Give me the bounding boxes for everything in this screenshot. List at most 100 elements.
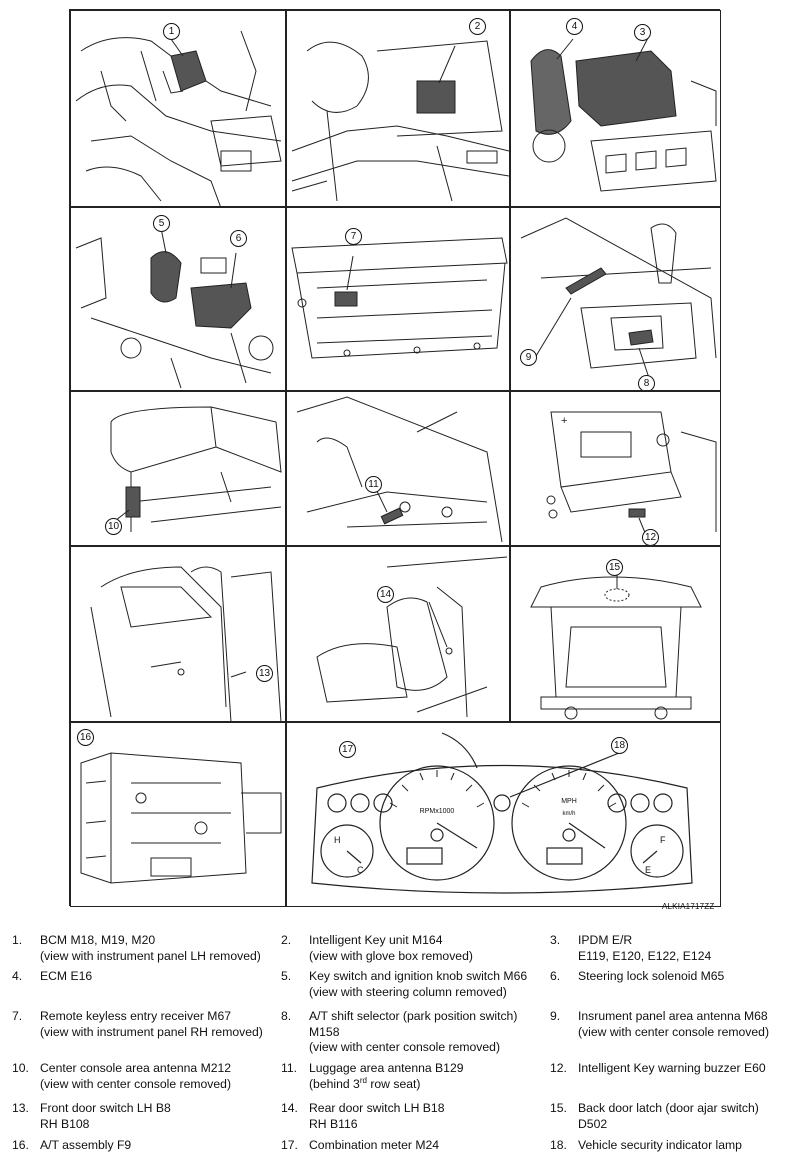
legend-line: ECM E16 bbox=[40, 969, 93, 983]
callout-8: 8 bbox=[638, 375, 655, 390]
legend-line: Front door switch LH B8 bbox=[40, 1101, 171, 1115]
transmission-illustration bbox=[80, 752, 282, 884]
back-door-illustration bbox=[530, 573, 702, 720]
callout-12: 12 bbox=[642, 529, 659, 545]
center-console-illustration bbox=[520, 217, 717, 379]
panel-warning-buzzer: + 12 bbox=[510, 391, 721, 546]
callout-3: 3 bbox=[634, 24, 651, 41]
panel-bcm: 1 bbox=[70, 10, 286, 207]
callout-18: 18 bbox=[611, 737, 628, 754]
svg-text:+: + bbox=[561, 415, 567, 427]
legend-line: D502 bbox=[578, 1116, 608, 1131]
legend-text: Back door latch (door ajar switch)D502 bbox=[578, 1101, 759, 1132]
fuel-empty-label: E bbox=[645, 865, 651, 875]
callout-10: 10 bbox=[105, 518, 122, 535]
legend-text: Intelligent Key unit M164(view with glov… bbox=[309, 933, 473, 964]
legend-line: IPDM E/R bbox=[578, 933, 633, 947]
legend-line: (view with center console removed) bbox=[578, 1024, 770, 1039]
legend-line: Remote keyless entry receiver M67 bbox=[40, 1009, 232, 1023]
tach-label: RPMx1000 bbox=[420, 808, 455, 815]
callout-9: 9 bbox=[520, 349, 537, 366]
panel-center-console-antenna: 10 bbox=[70, 391, 286, 546]
callout-14: 14 bbox=[377, 586, 394, 603]
steering-column-illustration bbox=[75, 227, 274, 389]
callout-7: 7 bbox=[345, 228, 362, 245]
legend-line: (view with center console removed) bbox=[40, 1076, 232, 1091]
legend-line: M158 bbox=[309, 1024, 340, 1039]
callout-16: 16 bbox=[77, 729, 94, 746]
legend-line: Key switch and ignition knob switch M66 bbox=[309, 969, 528, 983]
fuel-full-label: F bbox=[660, 835, 666, 845]
battery-area-illustration: + bbox=[546, 411, 717, 541]
legend-line: RH B116 bbox=[309, 1116, 358, 1131]
bcm-illustration bbox=[75, 30, 282, 206]
component-location-figure: 1 2 bbox=[69, 9, 721, 907]
panel-at-assembly: 16 bbox=[70, 722, 286, 907]
speed-unit-metric-label: km/h bbox=[562, 811, 575, 817]
legend-line: (view with steering column removed) bbox=[309, 984, 507, 999]
intelligent-key-unit-illustration bbox=[291, 40, 509, 202]
legend-text: ECM E16 bbox=[40, 969, 92, 985]
legend-text: Key switch and ignition knob switch M66(… bbox=[309, 969, 527, 1000]
legend-line: A/T shift selector (park position switch… bbox=[309, 1009, 518, 1023]
legend-line: Vehicle security indicator lamp bbox=[578, 1138, 742, 1152]
callout-15: 15 bbox=[606, 559, 623, 576]
legend-line: (behind 3rd row seat) bbox=[309, 1075, 421, 1091]
legend-text: Intelligent Key warning buzzer E60 bbox=[578, 1061, 766, 1077]
panel-back-door-latch: 15 bbox=[510, 546, 721, 722]
panel-remote-keyless-receiver: 7 bbox=[286, 207, 510, 391]
legend-line: BCM M18, M19, M20 bbox=[40, 933, 156, 947]
panel-front-door-switch: 13 bbox=[70, 546, 286, 722]
callout-1: 1 bbox=[163, 23, 180, 40]
legend-text: Vehicle security indicator lamp bbox=[578, 1138, 742, 1154]
callout-5: 5 bbox=[153, 215, 170, 232]
front-door-illustration bbox=[90, 566, 282, 721]
legend-text: Combination meter M24 bbox=[309, 1138, 439, 1154]
legend-text: Insrument panel area antenna M68(view wi… bbox=[578, 1009, 769, 1040]
legend-text: Luggage area antenna B129(behind 3rd row… bbox=[309, 1061, 464, 1092]
legend-line: (view with glove box removed) bbox=[309, 948, 473, 963]
legend-line: A/T assembly F9 bbox=[40, 1138, 132, 1152]
panel-luggage-antenna: 11 bbox=[286, 391, 510, 546]
temp-cold-label: C bbox=[357, 865, 364, 875]
callout-6: 6 bbox=[230, 230, 247, 247]
callout-4: 4 bbox=[566, 18, 583, 35]
rear-seat-illustration bbox=[316, 556, 508, 718]
legend-line: Back door latch (door ajar switch) bbox=[578, 1101, 759, 1115]
legend-line: (view with instrument panel RH removed) bbox=[40, 1024, 263, 1039]
callout-2: 2 bbox=[469, 18, 486, 35]
luggage-area-illustration bbox=[296, 396, 503, 543]
panel-ipdm-ecm: 4 3 bbox=[510, 10, 721, 207]
panel-key-switch-steering-lock: 5 6 bbox=[70, 207, 286, 391]
legend-line: (view with center console removed) bbox=[309, 1040, 501, 1054]
legend-line: RH B108 bbox=[40, 1116, 90, 1131]
callout-13: 13 bbox=[256, 665, 273, 682]
legend-text: Remote keyless entry receiver M67(view w… bbox=[40, 1009, 263, 1040]
legend-text: BCM M18, M19, M20(view with instrument p… bbox=[40, 933, 261, 964]
callout-17: 17 bbox=[339, 741, 356, 758]
combination-meter-illustration: RPMx1000 MPH km/h H C F E bbox=[311, 732, 693, 894]
legend-line: Center console area antenna M212 bbox=[40, 1061, 232, 1075]
callout-11: 11 bbox=[365, 476, 382, 493]
temp-hot-label: H bbox=[334, 835, 341, 845]
panel-combination-meter: RPMx1000 MPH km/h H C F E 17 18 bbox=[286, 722, 721, 907]
legend-line: Combination meter M24 bbox=[309, 1138, 440, 1152]
legend-text: A/T shift selector (park position switch… bbox=[309, 1009, 517, 1056]
legend-line: Steering lock solenoid M65 bbox=[578, 969, 725, 983]
legend-text: Steering lock solenoid M65 bbox=[578, 969, 724, 985]
legend-line: E119, E120, E122, E124 bbox=[578, 948, 712, 963]
panel-intelligent-key-unit: 2 bbox=[286, 10, 510, 207]
image-code: ALKIA1717ZZ bbox=[662, 902, 715, 911]
panel-shift-selector-antenna: 9 8 bbox=[510, 207, 721, 391]
speed-unit-label: MPH bbox=[561, 798, 577, 805]
legend-line: Rear door switch LH B18 bbox=[309, 1101, 445, 1115]
legend-line: Intelligent Key unit M164 bbox=[309, 933, 443, 947]
legend-text: A/T assembly F9 bbox=[40, 1138, 131, 1154]
legend-line: Luggage area antenna B129 bbox=[309, 1061, 464, 1075]
legend-line: Insrument panel area antenna M68 bbox=[578, 1009, 768, 1023]
legend-line: Intelligent Key warning buzzer E60 bbox=[578, 1061, 766, 1075]
ipdm-ecm-illustration bbox=[530, 35, 717, 192]
